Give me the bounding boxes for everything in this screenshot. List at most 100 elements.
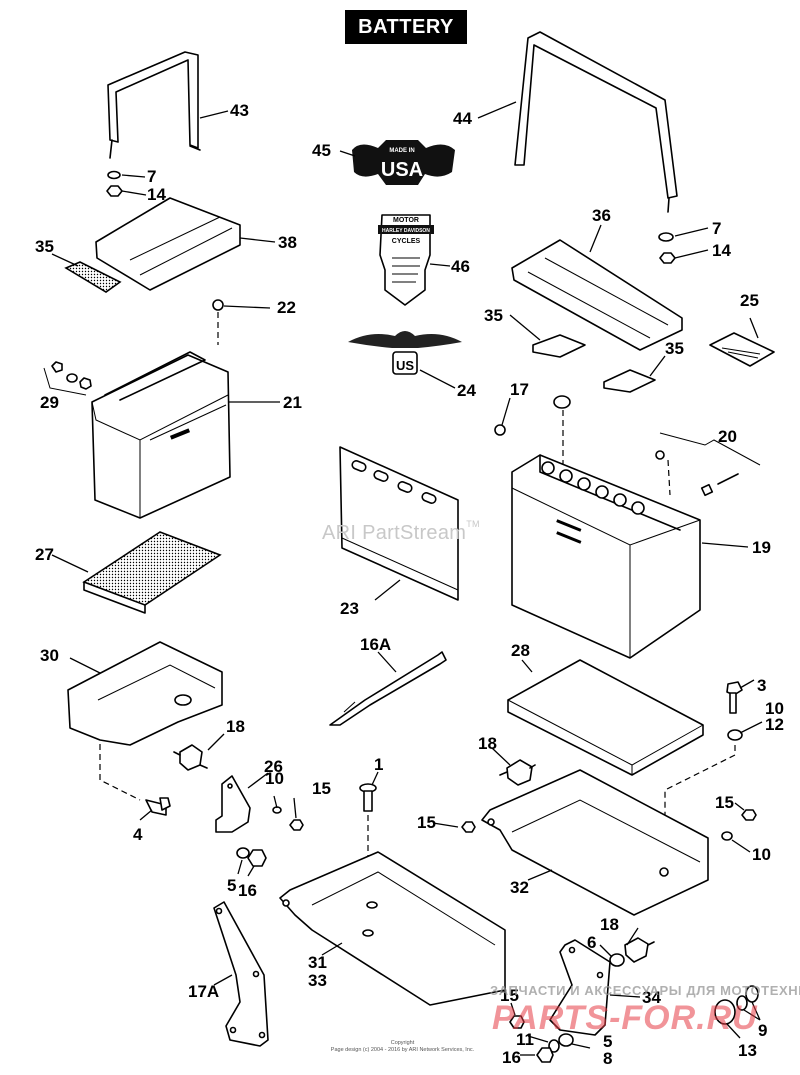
callout-22[interactable]: 22 (277, 298, 296, 317)
washer-5b[interactable] (558, 1033, 574, 1047)
callout-12[interactable]: 12 (765, 715, 784, 734)
callout-9[interactable]: 9 (758, 1021, 767, 1040)
callout-19[interactable]: 19 (752, 538, 771, 557)
callout-46[interactable]: 46 (451, 257, 470, 276)
lockwasher-b[interactable] (727, 729, 743, 741)
callout-6[interactable]: 6 (587, 933, 596, 952)
callout-15-c[interactable]: 15 (715, 793, 734, 812)
callout-30[interactable]: 30 (40, 646, 59, 665)
callout-45[interactable]: 45 (312, 141, 331, 160)
rubber-mount-c[interactable] (624, 937, 655, 963)
acorn-nut[interactable] (714, 999, 736, 1025)
callout-18-b[interactable]: 18 (478, 734, 497, 753)
washer-5a[interactable] (236, 847, 250, 859)
callout-34[interactable]: 34 (642, 988, 661, 1007)
callout-4[interactable]: 4 (133, 825, 143, 844)
lockwasher-c[interactable] (721, 831, 733, 841)
callout-43[interactable]: 43 (230, 101, 249, 120)
callout-27[interactable]: 27 (35, 545, 54, 564)
pad-right-a[interactable] (532, 334, 586, 358)
callout-14-right[interactable]: 14 (712, 241, 731, 260)
battery-strap-right[interactable] (514, 31, 678, 213)
callout-16-b[interactable]: 16 (502, 1048, 521, 1067)
nut-left[interactable] (106, 185, 123, 197)
cable-strap[interactable] (329, 651, 447, 726)
rubber-mount-b[interactable] (499, 759, 536, 786)
bracket-34[interactable] (549, 939, 611, 1036)
callout-35-right-b[interactable]: 35 (665, 339, 684, 358)
lockwasher-11[interactable] (548, 1039, 560, 1053)
callout-15-d[interactable]: 15 (500, 986, 519, 1005)
callout-16a[interactable]: 16A (360, 635, 391, 654)
pad-right-b[interactable] (603, 369, 656, 393)
callout-11[interactable]: 11 (516, 1030, 534, 1049)
callout-8[interactable]: 8 (603, 1049, 612, 1068)
bracket-26[interactable] (215, 775, 251, 833)
harley-davidson-label[interactable]: MOTOR HARLEY DAVIDSON CYCLES (378, 214, 434, 306)
callout-21[interactable]: 21 (283, 393, 302, 412)
callout-7-right[interactable]: 7 (712, 219, 721, 238)
eagle-emblem[interactable]: US (348, 331, 462, 375)
callout-18-a[interactable]: 18 (226, 717, 245, 736)
callout-29[interactable]: 29 (40, 393, 59, 412)
callout-28[interactable]: 28 (511, 641, 530, 660)
callout-5-b[interactable]: 5 (603, 1032, 612, 1051)
callout-31[interactable]: 31 (308, 953, 327, 972)
battery-pad[interactable] (507, 659, 704, 776)
callout-3[interactable]: 3 (757, 676, 766, 695)
bracket-17a[interactable] (213, 901, 269, 1047)
battery-cover-right[interactable] (511, 239, 683, 351)
washer-6[interactable] (609, 953, 625, 967)
battery-tray-left[interactable] (67, 641, 223, 801)
nut-16a[interactable] (247, 849, 267, 867)
callout-13[interactable]: 13 (738, 1041, 757, 1060)
callout-16-a[interactable]: 16 (238, 881, 257, 900)
callout-23[interactable]: 23 (340, 599, 359, 618)
nut-d[interactable] (509, 1015, 525, 1029)
nut-b[interactable] (461, 821, 476, 833)
battery-strap-left[interactable] (107, 51, 201, 159)
washer-right[interactable] (658, 232, 674, 242)
vent-cap-clip[interactable] (494, 424, 506, 436)
bolt-3[interactable] (726, 681, 743, 714)
terminal-bolt-kit[interactable] (43, 361, 92, 396)
pad-left[interactable] (64, 261, 122, 293)
battery-tray-bottom[interactable] (279, 851, 506, 1006)
callout-44[interactable]: 44 (453, 109, 472, 128)
callout-18-c[interactable]: 18 (600, 915, 619, 934)
battery-left[interactable] (91, 351, 231, 519)
callout-15-a[interactable]: 15 (312, 779, 331, 798)
callout-38[interactable]: 38 (278, 233, 297, 252)
callout-15-b[interactable]: 15 (417, 813, 436, 832)
callout-10-a[interactable]: 10 (265, 769, 284, 788)
callout-10-b[interactable]: 10 (765, 699, 784, 718)
callout-20[interactable]: 20 (718, 427, 737, 446)
washer-left[interactable] (107, 170, 121, 180)
callout-7-left[interactable]: 7 (147, 167, 156, 186)
callout-32[interactable]: 32 (510, 878, 529, 897)
callout-35-left[interactable]: 35 (35, 237, 54, 256)
battery-tray-right[interactable] (481, 769, 709, 916)
battery-cover-left[interactable] (95, 197, 241, 291)
made-in-usa-decal[interactable]: MADE IN USA (352, 140, 455, 185)
callout-17[interactable]: 17 (510, 380, 529, 399)
callout-25[interactable]: 25 (740, 291, 759, 310)
callout-5-a[interactable]: 5 (227, 876, 236, 895)
callout-36[interactable]: 36 (592, 206, 611, 225)
nut-16b[interactable] (536, 1047, 554, 1063)
battery-pad-dotted[interactable] (82, 531, 222, 614)
instruction-card[interactable] (709, 332, 775, 367)
battery-right[interactable] (511, 454, 701, 659)
callout-1[interactable]: 1 (374, 755, 383, 774)
rubber-mount-a[interactable] (173, 744, 208, 771)
callout-14-left[interactable]: 14 (147, 185, 166, 204)
bolt-4[interactable] (145, 797, 171, 816)
nut-right[interactable] (659, 252, 676, 264)
callout-24[interactable]: 24 (457, 381, 476, 400)
terminal-bolt-kit-right[interactable] (655, 432, 761, 497)
nut-a[interactable] (289, 819, 304, 831)
callout-33[interactable]: 33 (308, 971, 327, 990)
callout-17a[interactable]: 17A (188, 982, 219, 1001)
battery-shield[interactable] (339, 446, 459, 601)
callout-35-right-a[interactable]: 35 (484, 306, 503, 325)
